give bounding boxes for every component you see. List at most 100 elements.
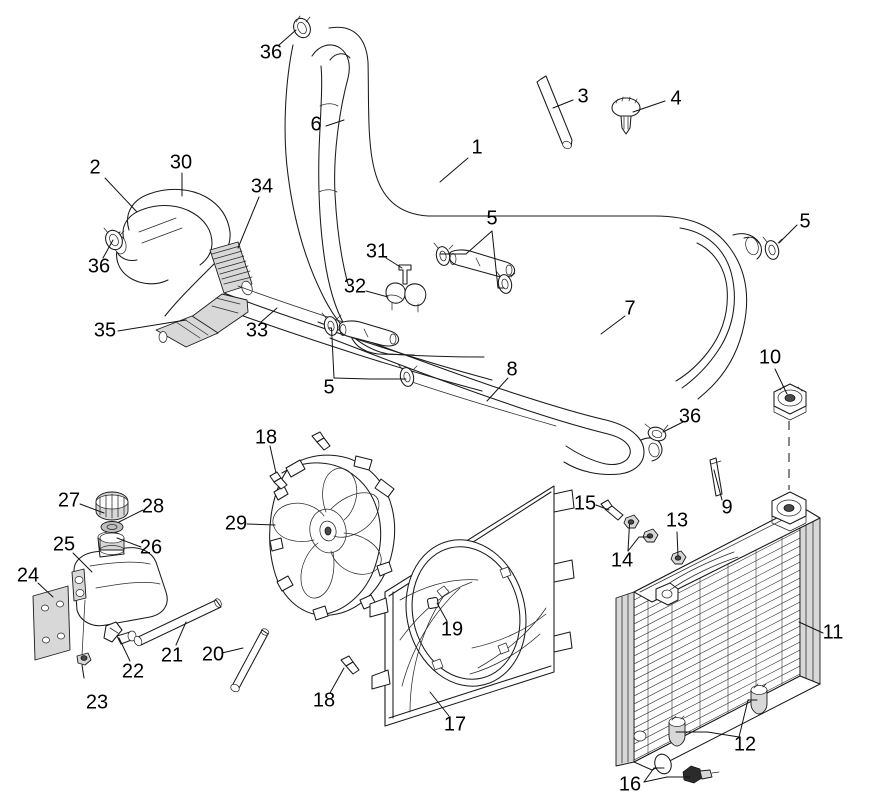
- part-cooling-fan-assembly: [269, 454, 396, 621]
- leader-line-34: [237, 196, 260, 249]
- callout-label-vent-tube: 21: [161, 644, 183, 666]
- callout-label-push-pin-retainer-clip: 4: [670, 87, 681, 109]
- part-hose-clamp-a: [433, 242, 454, 266]
- part-connector-tube-upper: [448, 249, 516, 278]
- leader-line-26: [116, 537, 142, 548]
- part-return-hose-assembly: [113, 188, 493, 392]
- callout-label-coolant-recovery-bottle: 25: [53, 533, 75, 555]
- leader-line-15: [595, 504, 610, 511]
- part-hose-clamp-e: [762, 236, 783, 260]
- part-cap-gasket-oring: [100, 521, 124, 533]
- leader-line-4: [632, 100, 666, 113]
- leader-line-13: [676, 531, 679, 557]
- part-connector-tube-lower: [338, 320, 400, 347]
- part-spring-band-clamp-top: [293, 15, 311, 39]
- part-spring-hose-protector: [209, 241, 253, 296]
- callout-label-radiator-rubber-isolator-mount: 12: [734, 733, 756, 755]
- callout-label-flange-nut-small: 13: [666, 509, 688, 531]
- callout-label-fan-shroud: 17: [444, 713, 466, 735]
- leader-line-5b: [778, 224, 798, 244]
- part-radiator-upper-mount: [655, 551, 739, 606]
- leader-line-1: [439, 157, 469, 183]
- leader-line-31: [385, 257, 403, 269]
- callout-label-hose-upper-bend: 30: [170, 151, 192, 173]
- part-push-pin-retainer-clip: [611, 96, 641, 135]
- callout-label-return-hose-upper-elbow: 2: [89, 156, 100, 178]
- part-cable-tie-strap: [536, 75, 573, 150]
- part-radiator-assembly: [615, 491, 821, 771]
- callout-label-reservoir-mounting-bracket: 24: [17, 564, 39, 586]
- callout-label-cooling-fan-assembly: 29: [225, 512, 247, 534]
- leader-line-36: [278, 29, 297, 46]
- leader-line-18: [269, 445, 277, 474]
- part-hose-clamps-group: [321, 236, 783, 387]
- part-vent-tube: [133, 598, 222, 647]
- callout-label-spring-hose-protector: 34: [251, 175, 273, 197]
- leader-line-5-branch-1: [491, 230, 505, 289]
- part-bottle-neck-seal: [99, 532, 125, 555]
- leader-line-36b: [102, 239, 114, 259]
- part-reservoir-elbow-fitting: [103, 621, 137, 645]
- callout-label-reservoir-elbow-fitting: 22: [122, 660, 144, 682]
- leader-line-3: [552, 99, 574, 109]
- callout-label-hose-clamp: 5: [323, 376, 334, 398]
- callout-label-spring-band-clamp: 36: [679, 405, 701, 427]
- part-hose-clamp-d: [397, 363, 418, 387]
- leader-line-25: [72, 552, 93, 573]
- leader-line-24: [37, 582, 54, 598]
- leader-line-27: [79, 503, 105, 514]
- leader-line-10: [774, 368, 788, 395]
- leader-line-21: [175, 621, 187, 646]
- part-reservoir-cap: [95, 491, 129, 521]
- leader-lines: [37, 29, 824, 783]
- radiator-fin-hatching: [634, 513, 800, 762]
- callout-label-double-hose-retainer-clip: 32: [344, 275, 366, 297]
- callout-label-hose-clamp: 5: [799, 210, 810, 232]
- leader-line-33: [260, 307, 278, 323]
- callout-label-reservoir-cap: 27: [58, 489, 80, 511]
- callout-label-upper-coolant-hose-main: 1: [471, 136, 482, 158]
- leader-line-8: [486, 377, 509, 402]
- leader-line-12-branch-0: [738, 699, 758, 738]
- leader-line-6: [325, 119, 345, 127]
- part-radiator-filler-neck: [771, 491, 807, 532]
- callout-label-radiator-pressure-cap: 10: [759, 346, 781, 368]
- callout-label-lower-coolant-hose: 8: [506, 358, 517, 380]
- part-drain-plug-and-oring: [654, 753, 720, 784]
- part-shroud-screw-lower: [340, 655, 360, 675]
- part-fan-shroud: [369, 485, 575, 727]
- leader-line-32: [365, 290, 389, 298]
- leader-line-5-branch-0: [439, 230, 493, 255]
- leader-line-5c-branch-1: [333, 377, 407, 380]
- leader-line-14-branch-1: [627, 536, 651, 552]
- callout-label-radiator-core-assembly: 11: [823, 621, 844, 643]
- leader-line-20: [221, 647, 244, 654]
- part-reservoir-mount-screw: [76, 652, 92, 679]
- part-radiator-isolator-b: [668, 715, 686, 747]
- callout-label-hose-bend-section: 6: [310, 113, 321, 135]
- callout-label-reservoir-mount-screw: 23: [86, 691, 108, 713]
- leader-line-5c-branch-0: [328, 327, 335, 379]
- part-spring-band-clamp-lower: [644, 423, 669, 442]
- part-mounting-nut-pair: [623, 514, 659, 543]
- callout-label-overflow-hose-long: 20: [202, 643, 224, 665]
- leader-line-35: [117, 319, 187, 332]
- callout-label-hex-flange-bolt: 15: [574, 492, 596, 514]
- callout-label-mounting-nut-pair: 14: [611, 549, 633, 571]
- callout-label-shroud-grommet: 19: [441, 618, 463, 640]
- callout-label-cable-tie-strap: 3: [577, 85, 588, 107]
- callout-label-shroud-mounting-screw: 18: [255, 426, 277, 448]
- part-shroud-screw-upper-b: [269, 471, 288, 490]
- callout-label-overflow-tube-fitting: 9: [721, 496, 732, 518]
- leader-line-9: [713, 469, 723, 501]
- part-clamp-retainer-screw: [398, 264, 412, 285]
- part-shroud-screw-upper: [311, 431, 331, 451]
- callout-label-shroud-mounting-screw: 18: [313, 689, 335, 711]
- part-reservoir-mounting-bracket: [32, 585, 71, 661]
- leader-line-29: [246, 523, 276, 526]
- callout-label-cap-gasket-oring: 28: [142, 495, 164, 517]
- leader-line-19: [436, 602, 448, 622]
